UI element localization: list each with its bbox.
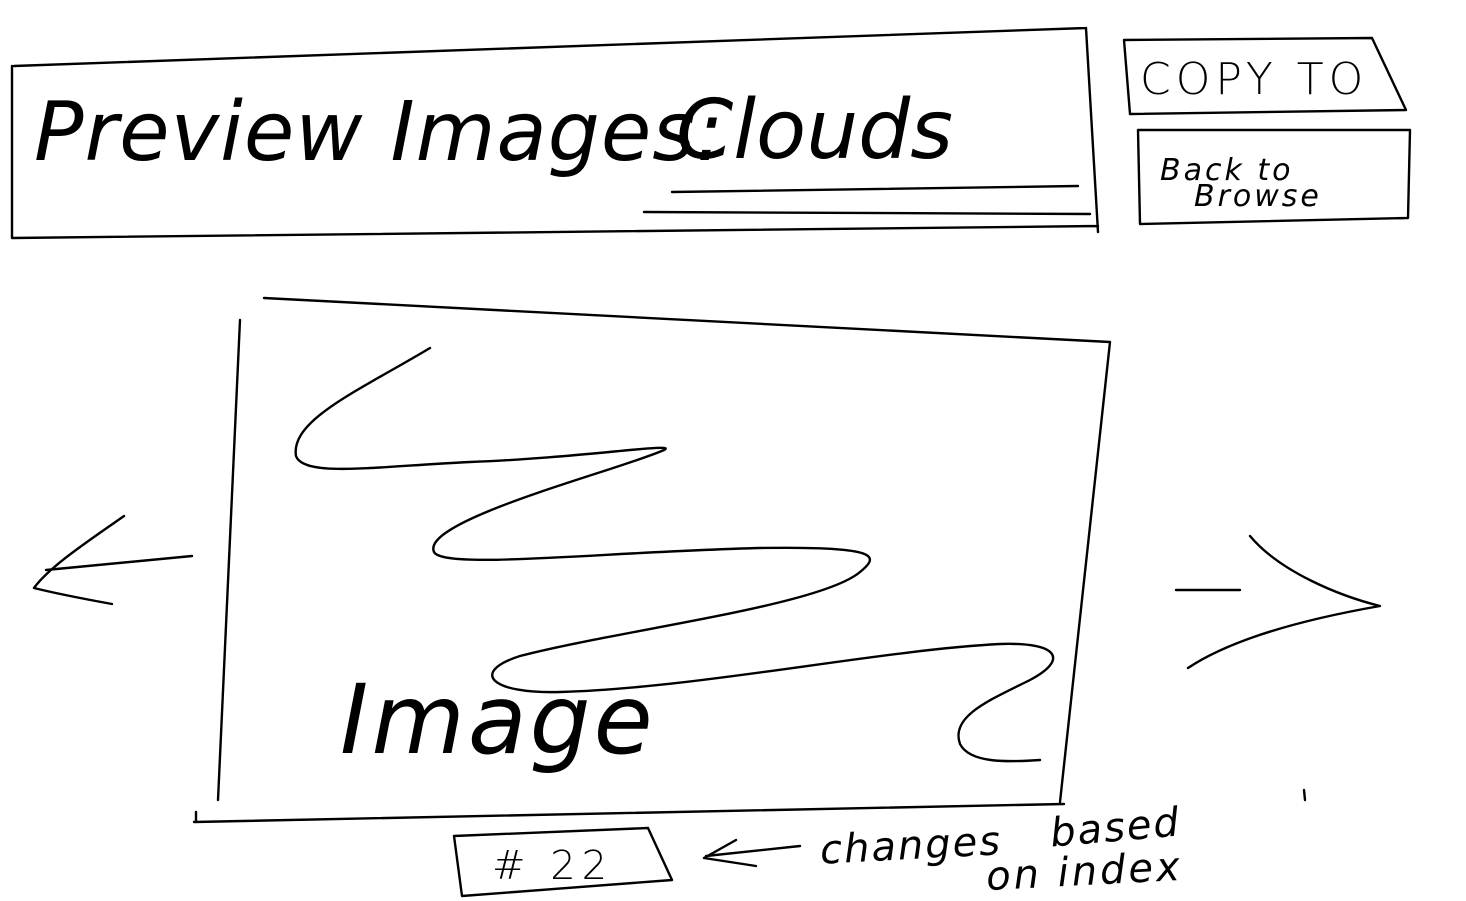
image-index-badge: # 22 <box>492 843 614 889</box>
title-bar-outline <box>10 26 1100 240</box>
copy-to-button[interactable] <box>1124 38 1408 116</box>
next-arrow-strokes <box>1174 534 1382 670</box>
prev-image-button[interactable] <box>28 508 198 612</box>
index-badge-outline <box>452 826 674 898</box>
arrow-left-icon <box>700 836 804 872</box>
back-to-browse-label: Back to Browse <box>1160 156 1322 212</box>
image-placeholder-label: Image <box>340 664 656 776</box>
collection-name: Clouds <box>676 83 953 178</box>
page-title: Preview Images: <box>34 85 725 180</box>
back-button-outline <box>1136 128 1412 226</box>
title-underline <box>642 184 1092 216</box>
copy-button-outline <box>1122 36 1408 116</box>
back-label-line1: Back to <box>1160 153 1294 188</box>
annotation-line-on-index: on index <box>984 843 1184 901</box>
stray-mark <box>1302 788 1307 802</box>
copy-to-label: COPY TO <box>1140 54 1369 105</box>
image-frame-outline <box>192 296 1112 824</box>
back-to-browse-button[interactable] <box>1138 128 1412 226</box>
prev-arrow-strokes <box>32 514 194 606</box>
back-label-line2: Browse <box>1194 179 1322 214</box>
image-preview <box>218 300 1110 822</box>
next-image-button[interactable] <box>1170 530 1386 674</box>
annotation-arrow-strokes <box>702 838 802 868</box>
annotation-word-changes: changes <box>818 818 1004 874</box>
image-placeholder-scribble <box>294 346 1055 763</box>
